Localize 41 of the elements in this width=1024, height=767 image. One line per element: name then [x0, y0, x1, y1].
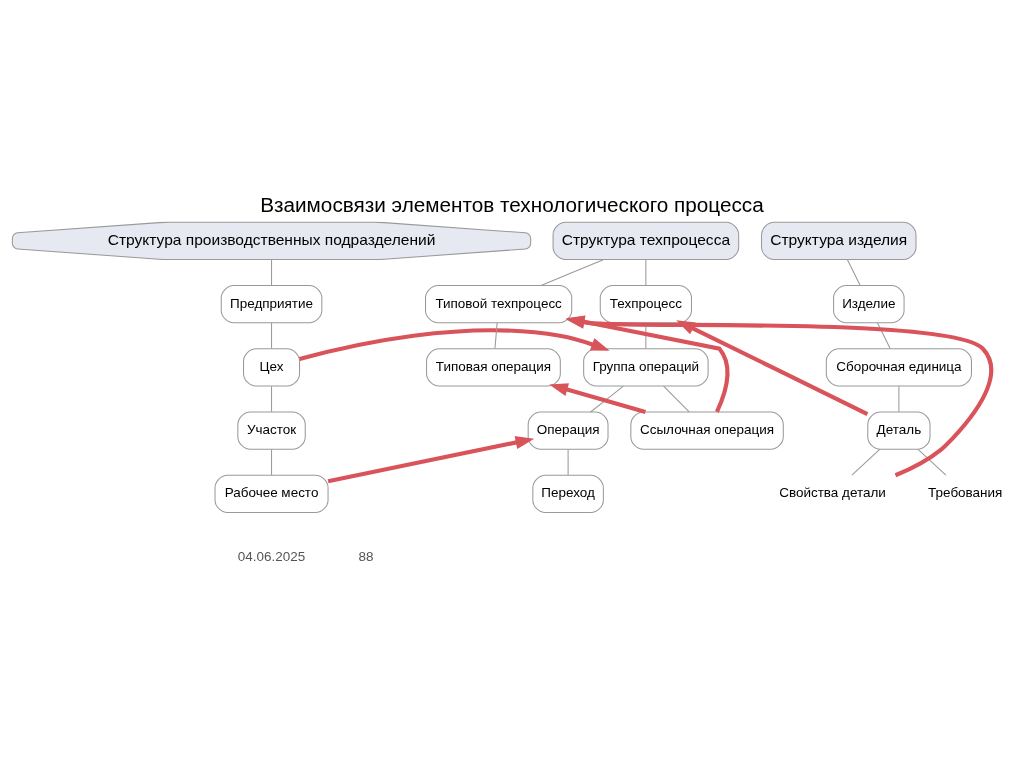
label: 88	[358, 548, 374, 564]
node-box: Предприятие	[220, 285, 323, 324]
node-box: Изделие	[833, 285, 905, 324]
connector	[271, 385, 273, 413]
connector	[590, 385, 624, 413]
connector	[851, 448, 881, 476]
node-text: Требования	[928, 485, 1003, 501]
connector	[271, 322, 273, 350]
connector	[898, 385, 900, 413]
arrow	[299, 328, 610, 362]
node-box: Деталь	[867, 411, 931, 450]
connector	[645, 259, 647, 286]
node-text: Свойства детали	[779, 485, 886, 501]
arrow	[327, 436, 535, 484]
connector	[663, 385, 690, 413]
node-box: Техпроцесс	[599, 285, 692, 324]
node-box: Структура техпроцесса	[552, 221, 740, 261]
arrow	[565, 315, 730, 413]
node-box: Цех	[243, 348, 301, 387]
node-box: Сборочная единица	[825, 348, 972, 387]
connector	[877, 322, 891, 350]
connector	[567, 448, 569, 476]
arrow	[549, 383, 646, 414]
connector	[846, 259, 861, 286]
node-box: Ссылочная операция	[630, 411, 784, 450]
node-box: Структура изделия	[760, 221, 917, 261]
node-box: Переход	[532, 474, 604, 514]
node-box: Типовой техпроцесс	[425, 285, 573, 324]
connector	[271, 448, 273, 476]
label: 04.06.2025	[237, 548, 306, 564]
node-box: Участок	[237, 411, 306, 450]
node-box: Группа операций	[583, 348, 709, 387]
connector	[917, 448, 947, 476]
node-box: Типовая операция	[426, 348, 561, 387]
node-box: Рабочее место	[214, 474, 329, 514]
arrow	[565, 315, 993, 478]
connector	[540, 259, 604, 286]
connector	[494, 322, 498, 350]
node-box: Операция	[527, 411, 609, 450]
diagram-title: Взаимосвязи элементов технологического процесса	[260, 192, 764, 216]
connector	[271, 259, 273, 286]
